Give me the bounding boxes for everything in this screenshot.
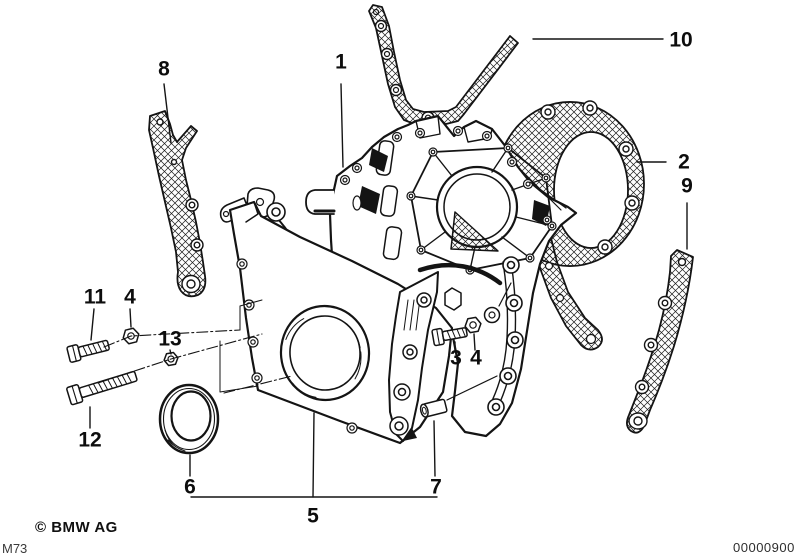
copyright-notice: © BMW AG	[35, 519, 118, 536]
assembly-axes	[97, 282, 512, 401]
dowel-pin-7	[419, 398, 448, 418]
gasket-strip-left	[148, 110, 207, 298]
bolt-3	[431, 327, 468, 347]
callout-7[interactable]: 7	[430, 475, 442, 499]
cover-right-flange	[487, 256, 524, 416]
callout-5[interactable]: 5	[307, 504, 319, 528]
diagram-number: 00000900	[733, 540, 795, 555]
callout-4-right[interactable]: 4	[470, 346, 482, 370]
engine-code: M73	[2, 541, 28, 556]
callout-leader-lines	[89, 38, 688, 498]
callout-1[interactable]: 1	[335, 50, 347, 74]
callout-2[interactable]: 2	[678, 150, 690, 174]
crankshaft-seal	[158, 383, 220, 455]
callout-8[interactable]: 8	[158, 57, 170, 81]
gasket-strip-right	[626, 249, 694, 434]
callout-13[interactable]: 13	[158, 327, 182, 351]
callout-4-left[interactable]: 4	[124, 285, 136, 309]
washer	[483, 306, 501, 324]
cover-strut-leg	[388, 262, 503, 442]
callout-10[interactable]: 10	[669, 28, 693, 52]
callout-12[interactable]: 12	[78, 428, 102, 452]
callout-3[interactable]: 3	[450, 346, 462, 370]
callout-11[interactable]: 11	[83, 285, 107, 309]
bolt-12	[66, 370, 138, 406]
upper-timing-cover	[219, 114, 578, 438]
gasket-strip-upper	[368, 4, 519, 127]
nut-4-right	[464, 316, 482, 334]
callout-9[interactable]: 9	[681, 174, 693, 198]
callout-6[interactable]: 6	[184, 475, 196, 499]
bolt-11	[66, 339, 110, 363]
